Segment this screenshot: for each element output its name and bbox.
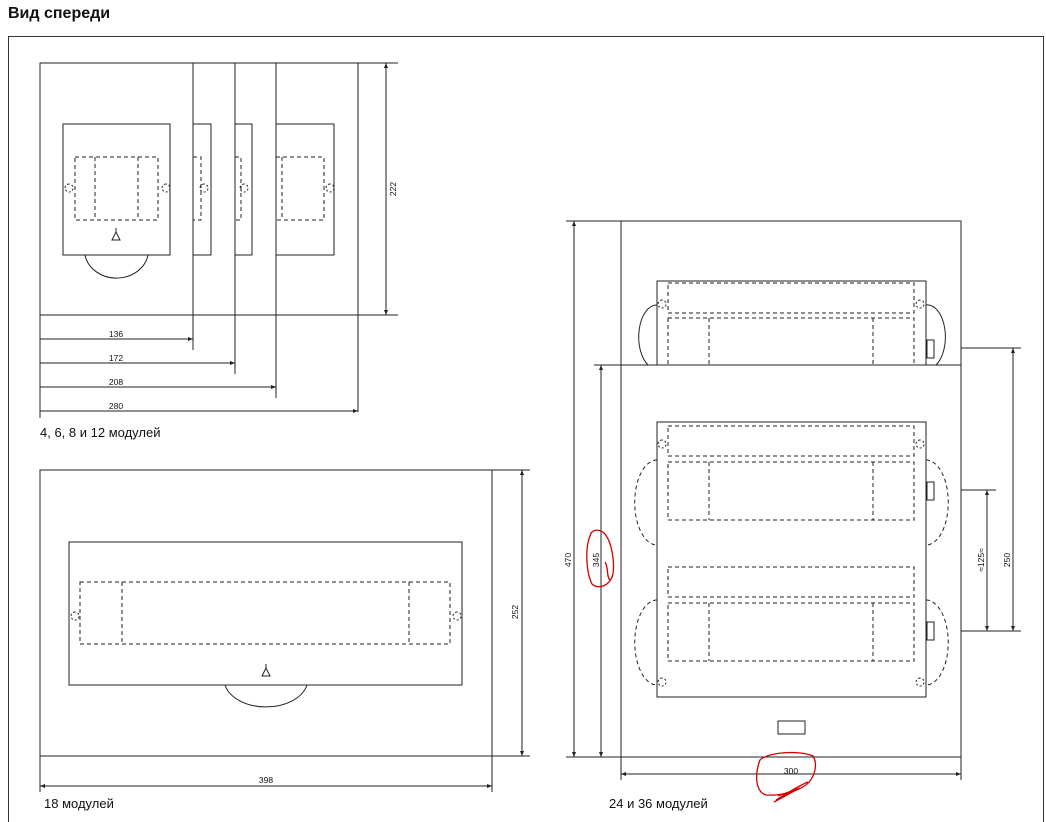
- caption-small-enclosures: 4, 6, 8 и 12 модулей: [40, 425, 161, 440]
- dim-470: 470: [563, 553, 573, 567]
- screw-icon: [64, 183, 74, 193]
- screw-icon: [70, 611, 80, 621]
- earth-symbol-icon: [111, 228, 121, 241]
- screw-icon: [452, 611, 462, 621]
- cover-24: [656, 421, 927, 698]
- highlight-circle-345: [586, 529, 615, 588]
- dim-136: 136: [109, 329, 123, 339]
- dim-222: 222: [388, 182, 398, 196]
- cover-4: [62, 123, 171, 256]
- highlight-circle-300: [755, 751, 817, 796]
- cover-8-slice: [235, 123, 253, 256]
- screw-icon: [915, 677, 925, 687]
- door-bulge: [84, 254, 149, 279]
- dim-300: 300: [784, 766, 798, 776]
- dim-250: 250: [1002, 553, 1012, 567]
- outline-36-top: [620, 220, 962, 365]
- din-cutout-dashed: [667, 602, 915, 662]
- cover-36-top: [656, 280, 927, 365]
- din-cutout-dashed: [79, 581, 451, 645]
- cover-18: [68, 541, 463, 686]
- screw-icon: [657, 299, 667, 309]
- dim-280: 280: [109, 401, 123, 411]
- screw-icon: [199, 183, 209, 193]
- screw-icon: [915, 299, 925, 309]
- din-cutout-dashed: [667, 566, 915, 598]
- screw-icon: [239, 183, 249, 193]
- door-bulge: [224, 684, 308, 708]
- small-enclosures-view: [39, 62, 398, 418]
- dim-345: 345: [591, 553, 601, 567]
- screw-icon: [657, 439, 667, 449]
- drawing-frame: [8, 36, 1044, 822]
- screw-icon: [325, 183, 335, 193]
- cover-6-slice: [193, 123, 212, 256]
- outline-398: [39, 469, 493, 757]
- label-window: [777, 720, 806, 735]
- din-cutout-dashed: [667, 282, 915, 314]
- earth-symbol-icon: [261, 664, 271, 677]
- caption-18-modules: 18 модулей: [44, 796, 114, 811]
- caption-24-36-modules: 24 и 36 модулей: [609, 796, 708, 811]
- screw-icon: [915, 439, 925, 449]
- outline-280: [39, 62, 359, 316]
- din-cutout-dashed: [667, 425, 915, 457]
- dim-252: 252: [510, 605, 520, 619]
- din-cutout-dashed: [74, 156, 159, 221]
- outline-24: [620, 364, 962, 758]
- page-title: Вид спереди: [8, 5, 111, 22]
- dim-125: ≈125≈: [976, 548, 986, 572]
- din-cutout-dashed: [667, 461, 915, 521]
- large-enclosure-view: [566, 220, 1021, 780]
- dim-172: 172: [109, 353, 123, 363]
- screw-icon: [161, 183, 171, 193]
- dim-398: 398: [259, 775, 273, 785]
- red-annotation-marks: [586, 529, 817, 803]
- dim-208: 208: [109, 377, 123, 387]
- cover-12-slice: [276, 123, 335, 256]
- screw-icon: [657, 677, 667, 687]
- medium-enclosure-view: [39, 469, 530, 792]
